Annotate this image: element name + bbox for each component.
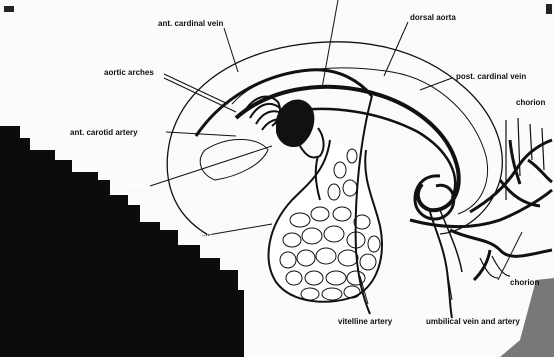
label-dorsal-aorta: dorsal aorta	[410, 13, 456, 22]
label-chorion-bottom: chorion	[510, 278, 539, 287]
label-vitelline-artery: vitelline artery	[338, 317, 392, 326]
label-ant-cardinal-vein: ant. cardinal vein	[158, 19, 223, 28]
label-chorion-top: chorion	[516, 98, 545, 107]
label-aortic-arches: aortic arches	[104, 68, 154, 77]
label-umbilical-vein-and-artery: umbilical vein and artery	[426, 317, 520, 326]
top-left-mark	[4, 6, 14, 12]
top-right-mark	[546, 4, 552, 14]
label-heart: heart	[124, 181, 144, 190]
label-post-cardinal-vein: post. cardinal vein	[456, 72, 526, 81]
label-vitelline-vein: ne vein	[186, 232, 214, 241]
label-ant-carotid-artery: ant. carotid artery	[70, 128, 138, 137]
